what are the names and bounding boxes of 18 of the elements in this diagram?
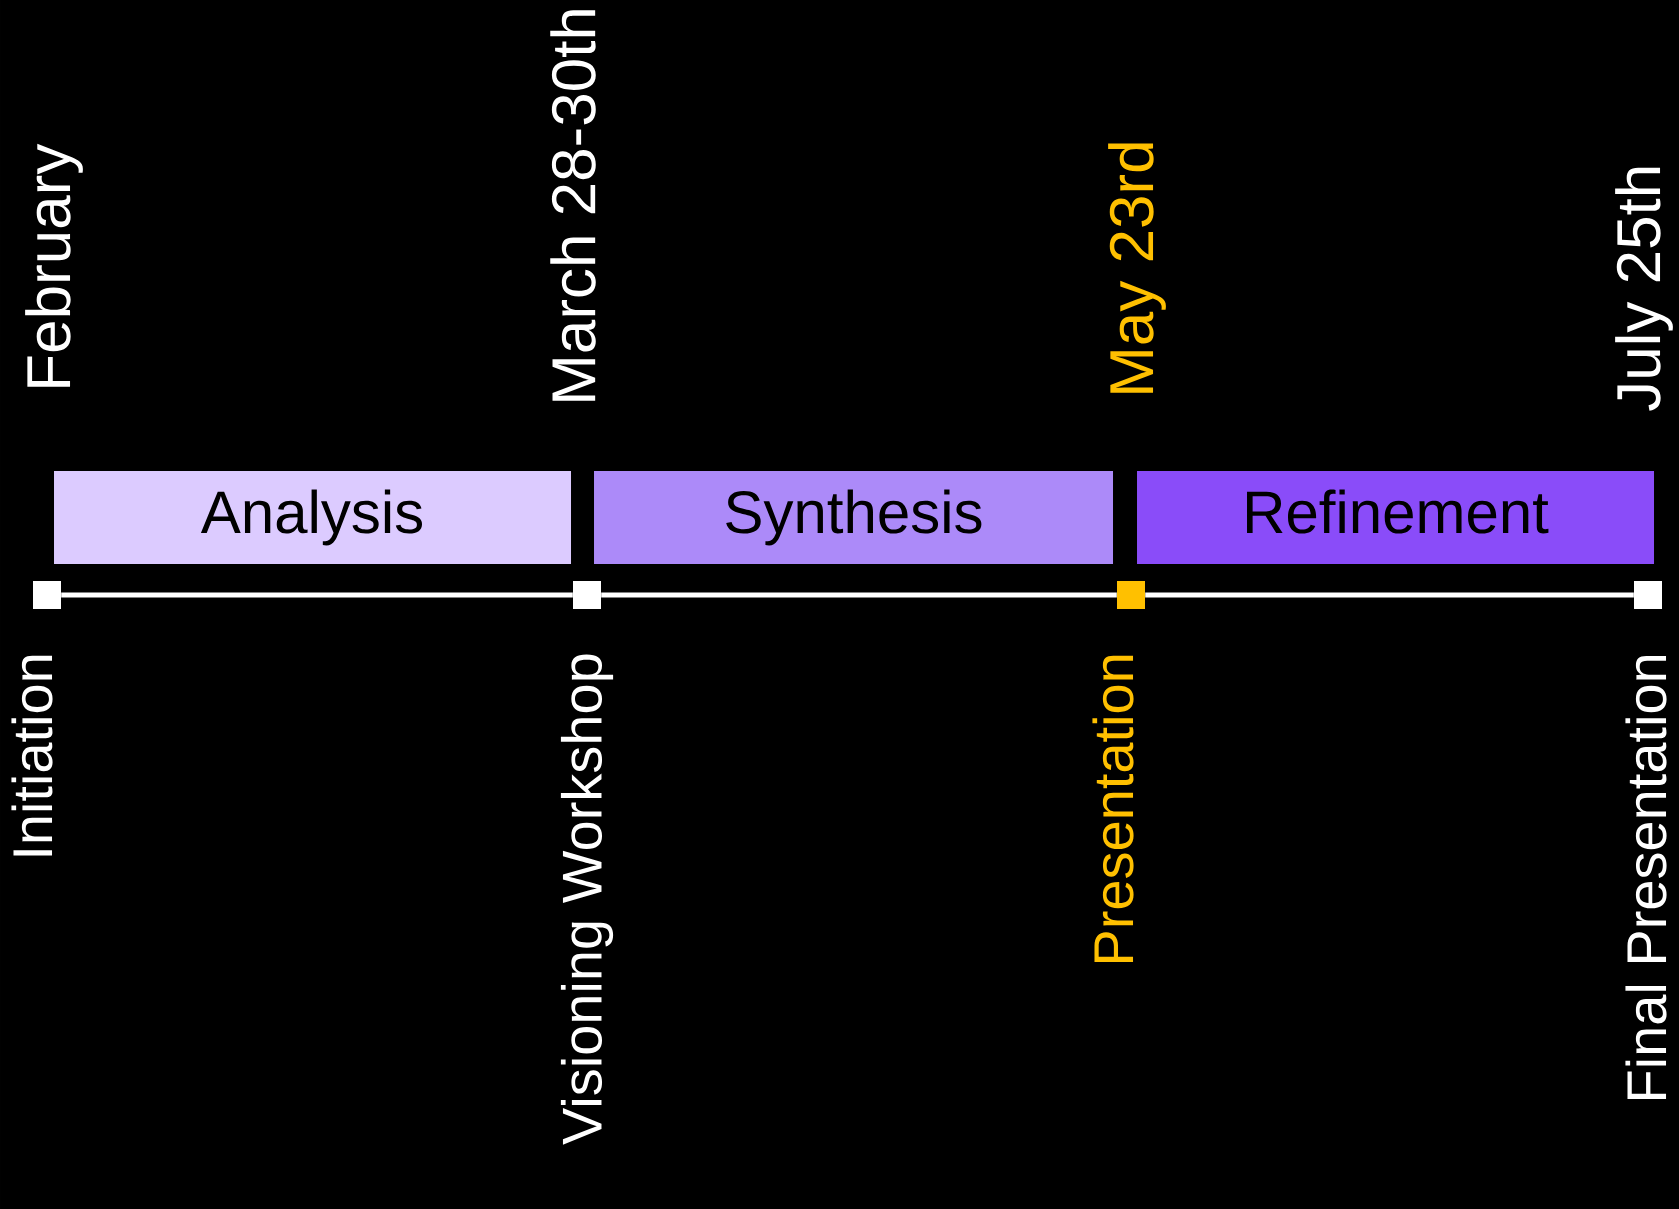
milestone-marker: [1634, 581, 1662, 609]
milestone-label: Final Presentation: [1625, 655, 1667, 1099]
milestone-label: Initiation: [11, 655, 53, 856]
phase-bar: Analysis: [54, 471, 571, 564]
date-label: March 28-30th: [550, 10, 596, 401]
phase-bar: Refinement: [1137, 471, 1654, 564]
phase-bar: Synthesis: [594, 471, 1113, 564]
date-label: July 25th: [1615, 167, 1673, 411]
date-label: May 23rd: [1108, 143, 1166, 393]
milestone-marker: [573, 581, 601, 609]
timeline-segment: [61, 592, 573, 598]
date-label: February: [25, 143, 83, 387]
timeline-segment: [601, 592, 1117, 598]
milestone-label: Visioning Workshop: [560, 654, 614, 1145]
milestone-label: Presentation: [1092, 655, 1134, 962]
timeline-segment: [1145, 592, 1634, 598]
milestone-marker: [33, 581, 61, 609]
milestone-marker: [1117, 581, 1145, 609]
